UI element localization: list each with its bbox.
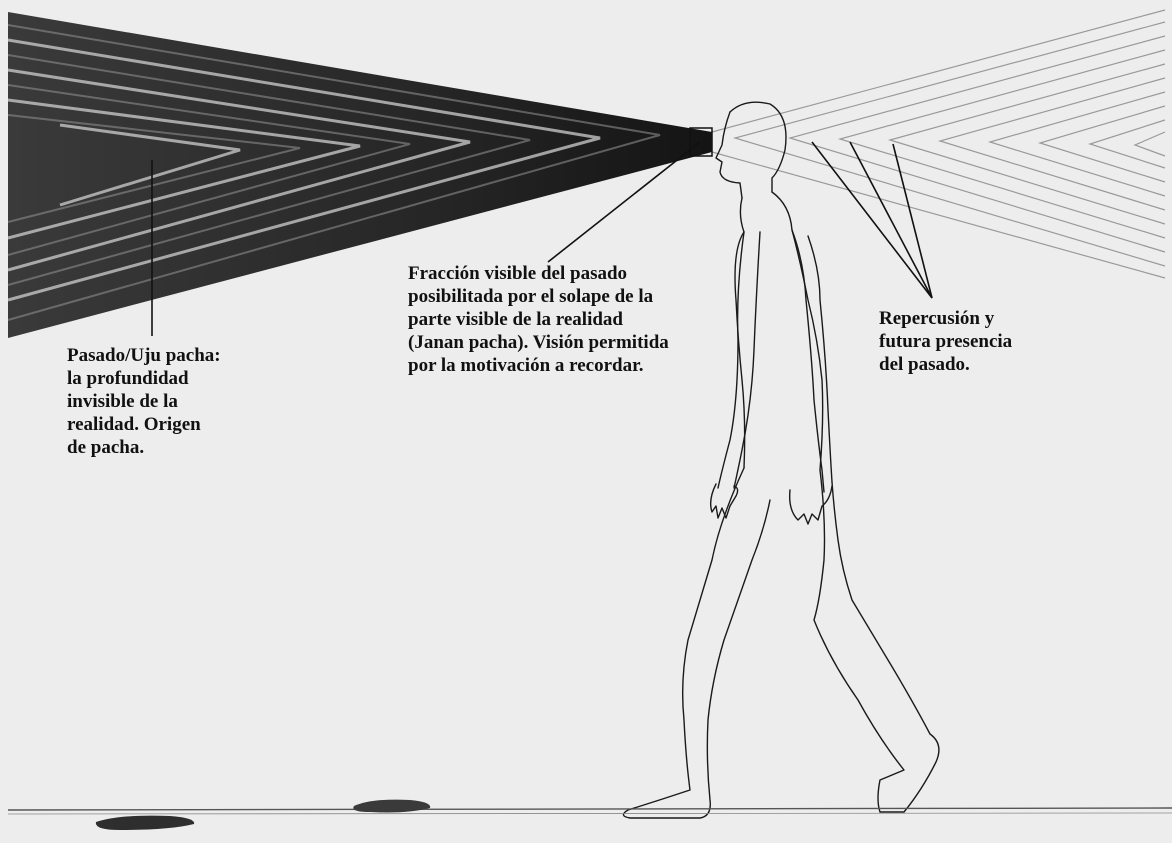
label-visible-line: posibilitada por el solape de la [408, 285, 669, 308]
footprint-middle [353, 800, 430, 813]
label-past-line: invisible de la [67, 390, 221, 413]
future-cone [712, 10, 1165, 278]
label-future-line: Repercusión y [879, 307, 1012, 330]
label-visible-line: por la motivación a recordar. [408, 354, 669, 377]
label-past-line: realidad. Origen [67, 413, 221, 436]
footprint-left [96, 816, 194, 830]
label-past-line: la profundidad [67, 367, 221, 390]
label-past-uju-pacha: Pasado/Uju pacha: la profundidad invisib… [67, 344, 221, 459]
ground-line [8, 808, 1172, 814]
label-visible-fraction: Fracción visible del pasado posibilitada… [408, 262, 669, 377]
label-visible-line: parte visible de la realidad [408, 308, 669, 331]
label-future-line: futura presencia [879, 330, 1012, 353]
label-past-line: de pacha. [67, 436, 221, 459]
label-future-presence: Repercusión y futura presencia del pasad… [879, 307, 1012, 376]
label-future-line: del pasado. [879, 353, 1012, 376]
walking-figure [623, 102, 938, 818]
label-visible-line: Fracción visible del pasado [408, 262, 669, 285]
label-past-line: Pasado/Uju pacha: [67, 344, 221, 367]
label-visible-line: (Janan pacha). Visión permitida [408, 331, 669, 354]
